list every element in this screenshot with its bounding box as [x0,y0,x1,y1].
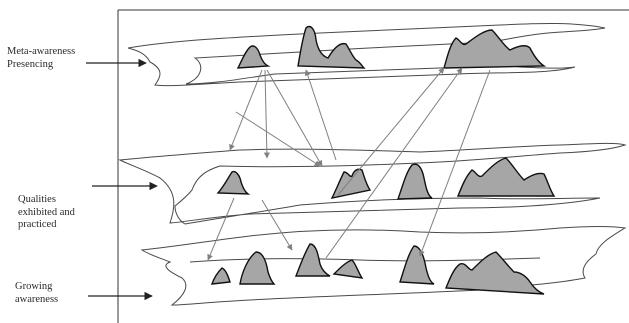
band-top-peak-3 [443,29,547,69]
band-top-peak-1 [236,45,271,69]
band-top [127,22,606,87]
band-bottom-peak-6 [444,251,545,295]
band-bottom-peak-5 [399,245,435,285]
band-middle-peak-4 [456,157,556,197]
awareness-text: awareness [15,293,59,305]
connector-arrow-6 [337,67,445,196]
band-middle-peak-2 [330,168,372,199]
growing-awareness-label: Growing awareness [15,281,115,306]
meta-awareness-text: Meta-awareness [7,46,76,57]
connector-arrow-2 [263,69,270,159]
band-bottom-peak-2 [239,251,276,285]
band-bottom-peak-4 [332,259,364,279]
connector-arrow-3 [266,69,323,167]
growing-text: Growing [15,281,53,292]
band-bottom [140,226,627,306]
band-middle-peak-1 [216,170,251,195]
presencing-text: Presencing [7,58,54,70]
qualities-text: Qualities [18,194,56,205]
exhibited-text: exhibited and [18,206,75,218]
band-middle-peak-3 [396,163,433,200]
connector-arrow-10 [261,199,293,251]
meta-awareness-label: Meta-awareness Presencing [7,46,117,71]
connector-arrow-1 [229,69,263,151]
connector-arrow-8 [419,69,491,257]
connector-arrow-9 [207,197,235,261]
band-top-peak-2 [297,25,366,69]
practiced-text: practiced [18,219,57,230]
band-bottom-peak-3 [294,243,331,277]
connector-arrow-5 [304,69,337,161]
connector-arrow-7 [325,67,463,259]
band-bottom-peak-1 [210,267,231,285]
qualities-label: Qualities exhibited and practiced [18,194,118,232]
band-middle [118,142,627,225]
connector-arrow-4 [235,111,321,167]
